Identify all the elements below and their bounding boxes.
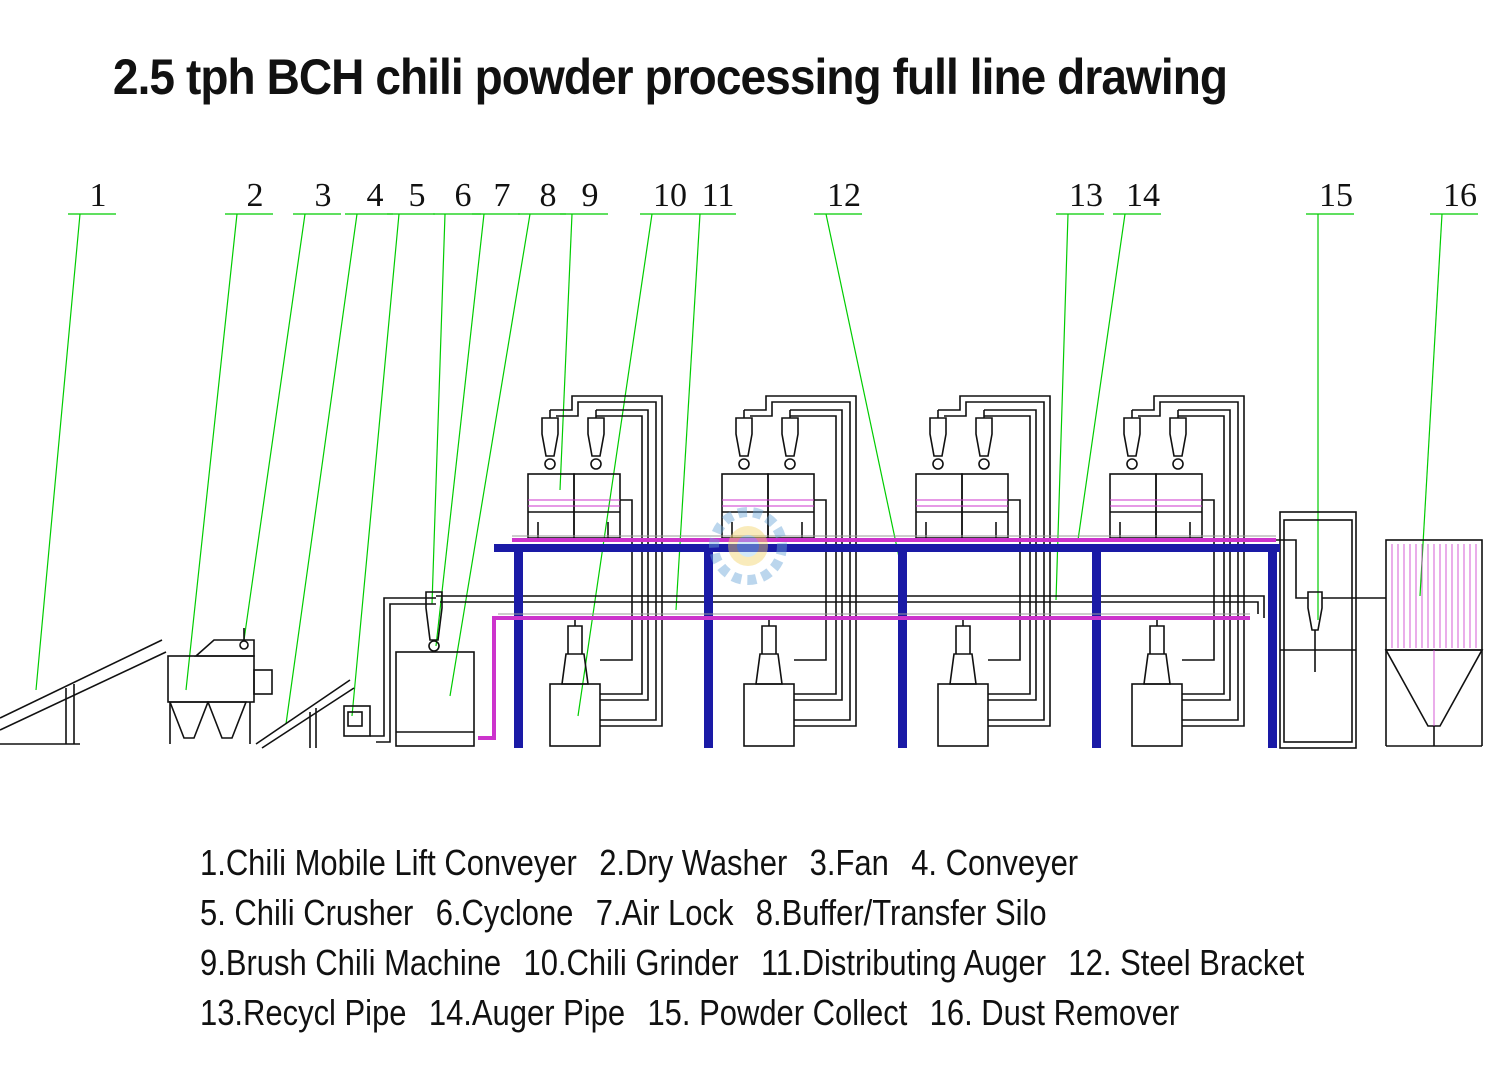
legend-item: 10.Chili Grinder <box>523 942 739 983</box>
logo-watermark <box>709 507 787 585</box>
diagram-title: 2.5 tph BCH chili powder processing full… <box>112 49 1228 105</box>
callout-10: 10 <box>653 177 687 214</box>
callout-2: 2 <box>247 177 264 214</box>
grinder-unit <box>527 395 663 747</box>
legend-item: 16. Dust Remover <box>929 992 1180 1033</box>
leader-line-2 <box>185 213 238 691</box>
callout-16: 16 <box>1443 177 1477 214</box>
leader-line-8 <box>449 213 531 697</box>
legend-item: 14.Auger Pipe <box>428 992 626 1033</box>
grinder-unit <box>721 395 857 747</box>
lift-conveyer <box>0 639 167 745</box>
leader-line-1 <box>35 213 81 691</box>
callout-14: 14 <box>1126 177 1160 214</box>
callout-3: 3 <box>315 177 332 214</box>
legend-item: 1.Chili Mobile Lift Conveyer <box>200 842 577 883</box>
legend-item: 15. Powder Collect <box>647 992 908 1033</box>
leader-line-12 <box>825 213 907 591</box>
callout-8: 8 <box>540 177 557 214</box>
legend-item: 7.Air Lock <box>595 892 734 933</box>
grinder-unit <box>1109 395 1245 747</box>
legend: 1.Chili Mobile Lift Conveyer 2.Dry Washer… <box>200 838 1304 1038</box>
leader-line-6 <box>431 213 446 605</box>
callout-9: 9 <box>582 177 599 214</box>
callout-13: 13 <box>1069 177 1103 214</box>
fan <box>239 628 249 650</box>
buffer-silo <box>395 591 475 747</box>
leader-line-7 <box>435 213 485 647</box>
grinder-units <box>527 395 1245 747</box>
dry-washer <box>167 639 273 744</box>
legend-row: 13.Recycl Pipe 14.Auger Pipe 15. Powder Co… <box>200 988 1232 1038</box>
legend-item: 5. Chili Crusher <box>200 892 414 933</box>
callout-12: 12 <box>827 177 861 214</box>
callout-11: 11 <box>702 177 735 214</box>
legend-item: 12. Steel Bracket <box>1068 942 1305 983</box>
callout-7: 7 <box>494 177 511 214</box>
leader-line-4 <box>285 213 358 725</box>
callout-15: 15 <box>1319 177 1353 214</box>
legend-row: 1.Chili Mobile Lift Conveyer 2.Dry Washer… <box>200 838 1232 888</box>
leader-line-13 <box>1055 213 1069 601</box>
legend-item: 11.Distributing Auger <box>760 942 1047 983</box>
grinder-unit <box>915 395 1051 747</box>
legend-item: 8.Buffer/Transfer Silo <box>755 892 1047 933</box>
callout-5: 5 <box>409 177 426 214</box>
callout-6: 6 <box>455 177 472 214</box>
legend-item: 3.Fan <box>809 842 889 883</box>
callout-1: 1 <box>90 177 107 214</box>
legend-item: 13.Recycl Pipe <box>200 992 407 1033</box>
callout-4: 4 <box>367 177 384 214</box>
legend-item: 2.Dry Washer <box>599 842 788 883</box>
leader-line-5 <box>351 213 400 717</box>
leader-lines <box>35 213 1478 725</box>
powder-collect <box>1276 511 1386 749</box>
leader-line-16 <box>1419 213 1443 597</box>
legend-item: 9.Brush Chili Machine <box>200 942 502 983</box>
leader-line-10 <box>577 213 653 717</box>
leader-line-3 <box>243 213 306 641</box>
leader-line-9 <box>559 213 573 491</box>
legend-row: 9.Brush Chili Machine 10.Chili Grinder 11.… <box>200 938 1304 988</box>
leader-line-14 <box>1077 213 1126 541</box>
recycle-pipe <box>498 535 1276 615</box>
legend-item: 4. Conveyer <box>911 842 1079 883</box>
conveyer <box>255 679 355 749</box>
legend-item: 6.Cyclone <box>435 892 574 933</box>
legend-row: 5. Chili Crusher 6.Cyclone 7.Air Lock 8.Buf… <box>200 888 1232 938</box>
auger-pipe <box>478 538 1276 740</box>
chili-crusher <box>343 597 436 743</box>
steel-bracket <box>494 544 1280 748</box>
